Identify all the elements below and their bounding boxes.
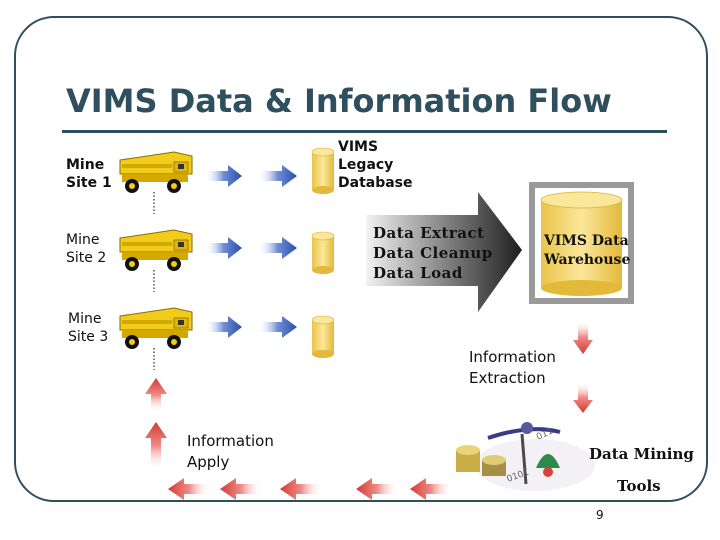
- dump-truck-icon: [119, 229, 193, 292]
- arrow-right-icon: [258, 237, 297, 259]
- arrow-left-icon: [168, 478, 210, 500]
- page-number: 9: [596, 508, 604, 522]
- warehouse-label: VIMS Data Warehouse: [544, 233, 631, 268]
- information-apply-label: Information Apply: [187, 432, 274, 471]
- database-icon: [311, 315, 335, 358]
- arrow-right-icon: [205, 316, 242, 338]
- database-icon: [311, 231, 335, 274]
- dump-truck-icon: [119, 307, 193, 370]
- arrow-left-icon: [410, 478, 452, 500]
- arrow-left-icon: [220, 478, 262, 500]
- site-1-label: Mine Site 1: [66, 157, 112, 191]
- dump-truck-icon: [119, 151, 193, 214]
- title-rule: [62, 130, 667, 133]
- legacy-database-label: VIMS Legacy Database: [338, 139, 413, 191]
- arrow-right-icon: [258, 316, 297, 338]
- slide-frame: [14, 16, 708, 502]
- warehouse-database-icon: [540, 191, 623, 296]
- arrow-left-icon: [356, 478, 398, 500]
- slide-title: VIMS Data & Information Flow: [66, 82, 612, 120]
- arrow-right-icon: [205, 237, 242, 259]
- information-extraction-label: Information Extraction: [469, 348, 556, 387]
- arrow-down-icon: [573, 382, 593, 413]
- arrow-right-icon: [205, 165, 242, 187]
- data-mining-label: Data Mining: [589, 445, 694, 463]
- site-3-label: Mine Site 3: [68, 311, 109, 345]
- etl-steps-label: Data Extract Data Cleanup Data Load: [373, 224, 493, 282]
- data-mining-tools-illustration: 0101 011: [456, 422, 595, 491]
- database-icon: [311, 147, 335, 194]
- etl-arrow: [366, 192, 522, 312]
- site-2-label: Mine Site 2: [66, 232, 107, 266]
- arrow-up-icon: [145, 422, 167, 470]
- arrow-up-icon: [145, 378, 167, 412]
- tools-label: Tools: [617, 477, 661, 495]
- arrow-left-icon: [280, 478, 322, 500]
- arrow-down-icon: [573, 320, 593, 354]
- arrow-right-icon: [258, 165, 297, 187]
